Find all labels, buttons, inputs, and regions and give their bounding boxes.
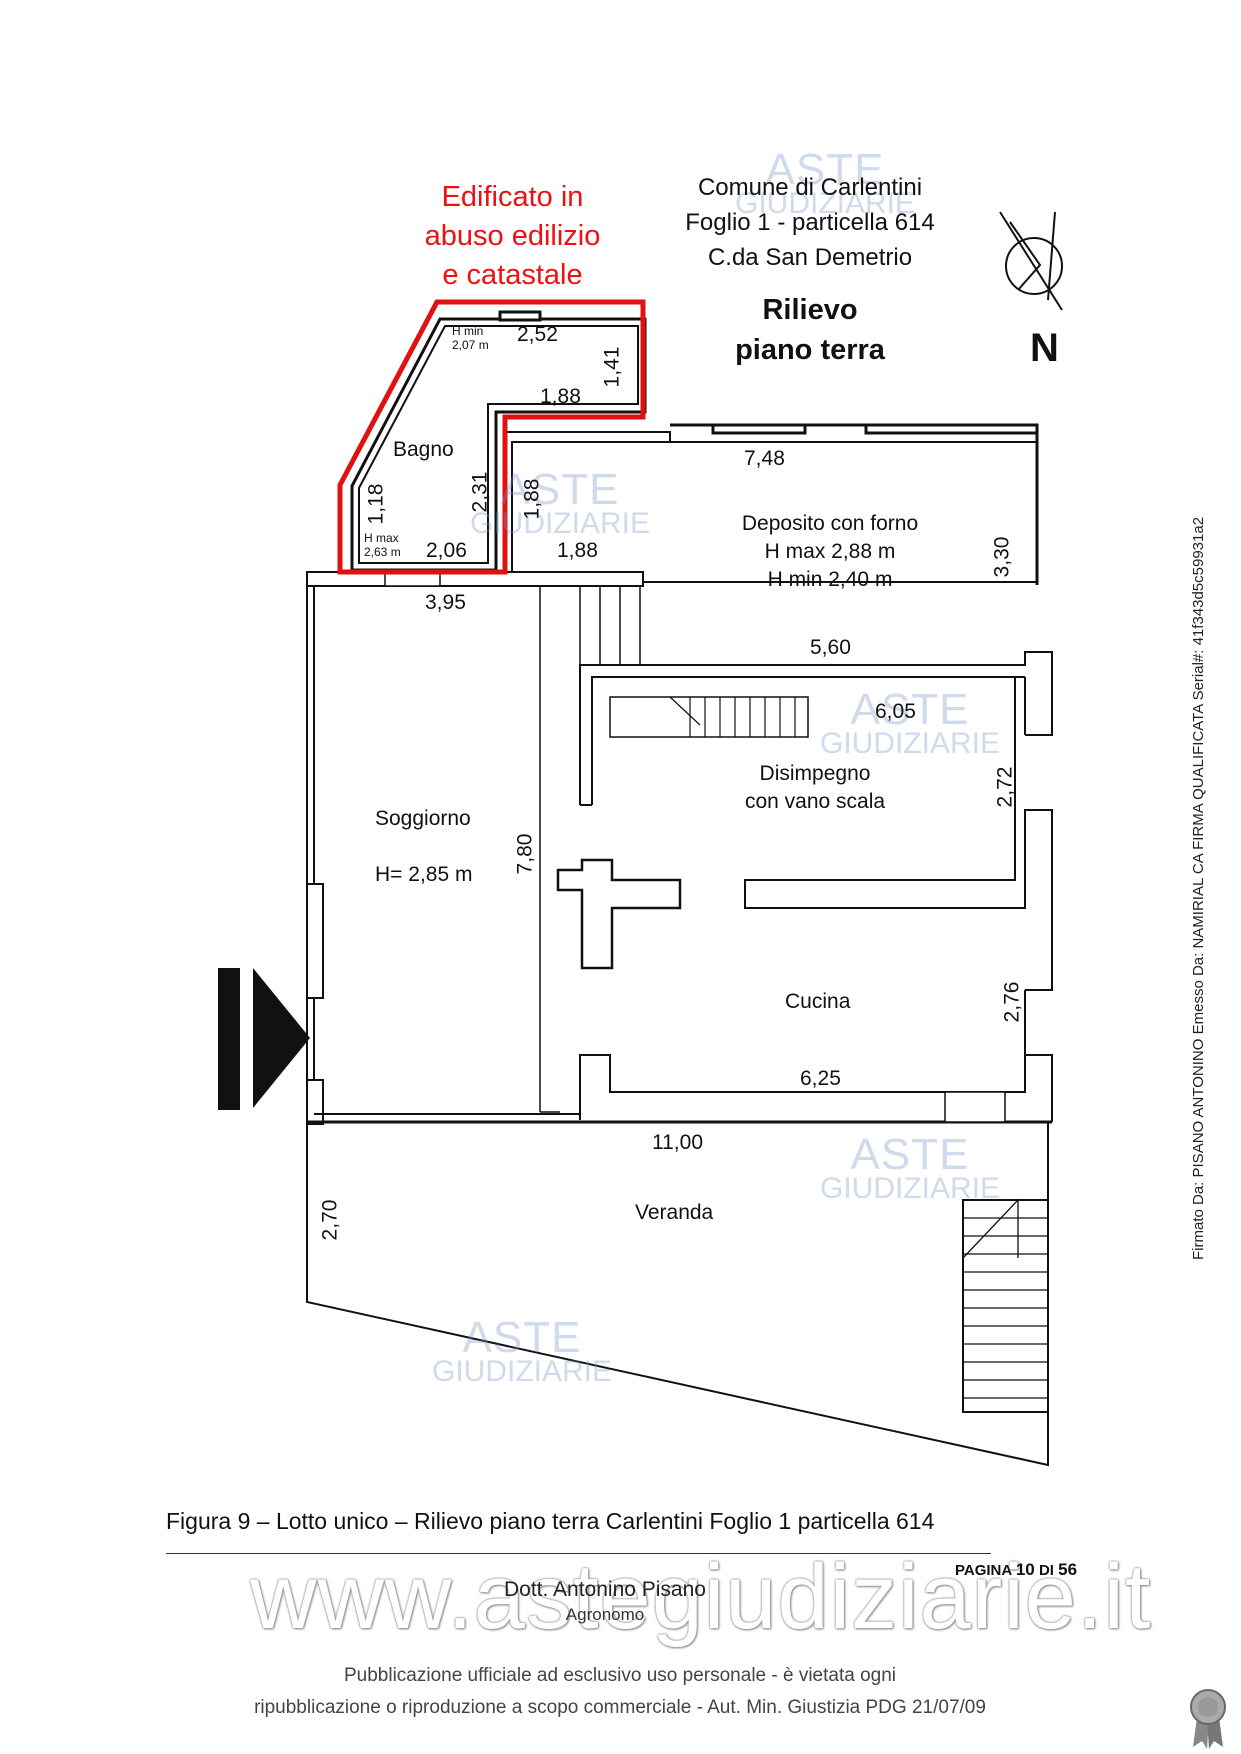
room-soggiorno: Soggiorno (375, 807, 471, 830)
title-block: Comune di Carlentini Foglio 1 - particel… (660, 170, 960, 275)
dim-label: 2,06 (426, 539, 467, 562)
deposito-label: Deposito con forno (741, 512, 919, 535)
room-veranda: Veranda (635, 1201, 714, 1224)
watermark: ASTE GIUDIZIARIE (670, 145, 980, 220)
dim-label: 7,80 (513, 833, 537, 875)
page-current: 10 (1015, 1560, 1035, 1579)
north-label: N (1030, 326, 1059, 370)
watermark-line1: ASTE (850, 685, 970, 734)
dim-label: 11,00 (652, 1131, 703, 1154)
bagno-hmin-value: 2,07 m (452, 338, 489, 352)
watermark-line1: ASTE (850, 1130, 970, 1179)
room-deposito: Deposito con forno H max 2,88 m H min 2,… (700, 510, 960, 594)
room-bagno: Bagno (393, 438, 454, 461)
title-parcel: Foglio 1 - particella 614 (685, 209, 935, 236)
page-sep: DI (1038, 1562, 1054, 1579)
abuse-highlight (337, 299, 646, 575)
abuse-note: Edificato in abuso edilizio e catastale (395, 178, 630, 295)
deposito-hmax: H max 2,88 m (764, 540, 896, 563)
watermark-line1: ASTE (500, 465, 620, 514)
author-name: Dott. Antonino Pisano (504, 1578, 706, 1601)
watermark-line1: ASTE (765, 145, 885, 194)
abuse-note-line: e catastale (442, 259, 583, 291)
watermark: ASTE GIUDIZIARIE (432, 1313, 613, 1388)
bagno-hmin: H min 2,07 m (452, 324, 489, 352)
watermark-line2: GIUDIZIARIE (820, 727, 1001, 760)
signature-strip: Firmato Da: PISANO ANTONINO Emesso Da: N… (1190, 516, 1207, 1260)
survey-title-line: Rilievo (762, 294, 858, 326)
page-number: PAGINA 10 DI 56 (955, 1560, 1077, 1580)
bagno-hmax: H max 2,63 m (364, 531, 401, 559)
title-municipality: Comune di Carlentini (697, 174, 923, 201)
dim-label: 6,25 (800, 1067, 841, 1090)
dim-label: 6,05 (875, 700, 916, 723)
dim-label: 5,60 (810, 636, 851, 659)
watermark-line2: GIUDIZIARIE (734, 187, 915, 220)
watermark-line2: GIUDIZIARIE (820, 1172, 1001, 1205)
abuse-note-line: Edificato in (441, 181, 584, 213)
dim-label: 3,30 (990, 536, 1014, 578)
entrance-arrow-icon (218, 968, 310, 1110)
bagno-hmax-value: 2,63 m (364, 545, 401, 559)
watermark-line2: GIUDIZIARIE (432, 1355, 613, 1388)
compass-icon (999, 211, 1063, 311)
page-prefix: PAGINA (955, 1562, 1012, 1579)
disimpegno-label: Disimpegno (759, 762, 871, 785)
watermark: ASTE GIUDIZIARIE (820, 685, 1001, 760)
dim-label: 1,18 (364, 483, 388, 525)
watermark-line1: ASTE (462, 1313, 582, 1362)
divider (166, 1553, 991, 1554)
watermark-line2: GIUDIZIARIE (470, 507, 651, 540)
dim-label: 1,88 (540, 385, 581, 408)
author-role: Agronomo (565, 1605, 645, 1624)
figure-caption: Figura 9 – Lotto unico – Rilievo piano t… (166, 1508, 935, 1534)
dim-label: 2,52 (517, 323, 558, 346)
bagno-hmin-label: H min (452, 324, 484, 338)
dim-label: 1,88 (520, 478, 544, 520)
survey-title-line: piano terra (735, 334, 885, 366)
seal-icon (1190, 1689, 1226, 1749)
dim-label: 2,70 (318, 1199, 342, 1241)
title-locality: C.da San Demetrio (707, 244, 913, 271)
watermark: ASTE GIUDIZIARIE (820, 1130, 1001, 1205)
dim-label: 2,72 (993, 766, 1017, 808)
soggiorno-height: H= 2,85 m (375, 863, 473, 886)
dim-label: 1,88 (557, 539, 598, 562)
notice-line: ripubblicazione o riproduzione a scopo c… (254, 1697, 986, 1718)
disimpegno-sub: con vano scala (744, 790, 886, 813)
watermark: ASTE GIUDIZIARIE (470, 465, 651, 540)
room-disimpegno: Disimpegno con vano scala (700, 760, 930, 816)
dim-label: 2,31 (468, 471, 492, 513)
notice-line: Pubblicazione ufficiale ad esclusivo uso… (343, 1665, 897, 1686)
bagno-hmax-label: H max (364, 531, 399, 545)
room-cucina: Cucina (785, 990, 851, 1013)
dim-label: 2,76 (1000, 981, 1024, 1023)
page-total: 56 (1058, 1560, 1078, 1579)
publication-notice: Pubblicazione ufficiale ad esclusivo uso… (230, 1660, 1010, 1724)
dim-label: 7,48 (744, 447, 785, 470)
dim-label: 3,95 (425, 591, 466, 614)
abuse-note-line: abuso edilizio (424, 220, 601, 252)
survey-title: Rilievo piano terra (690, 290, 930, 370)
deposito-hmin: H min 2,40 m (767, 568, 893, 591)
dim-label: 1,41 (600, 346, 624, 388)
